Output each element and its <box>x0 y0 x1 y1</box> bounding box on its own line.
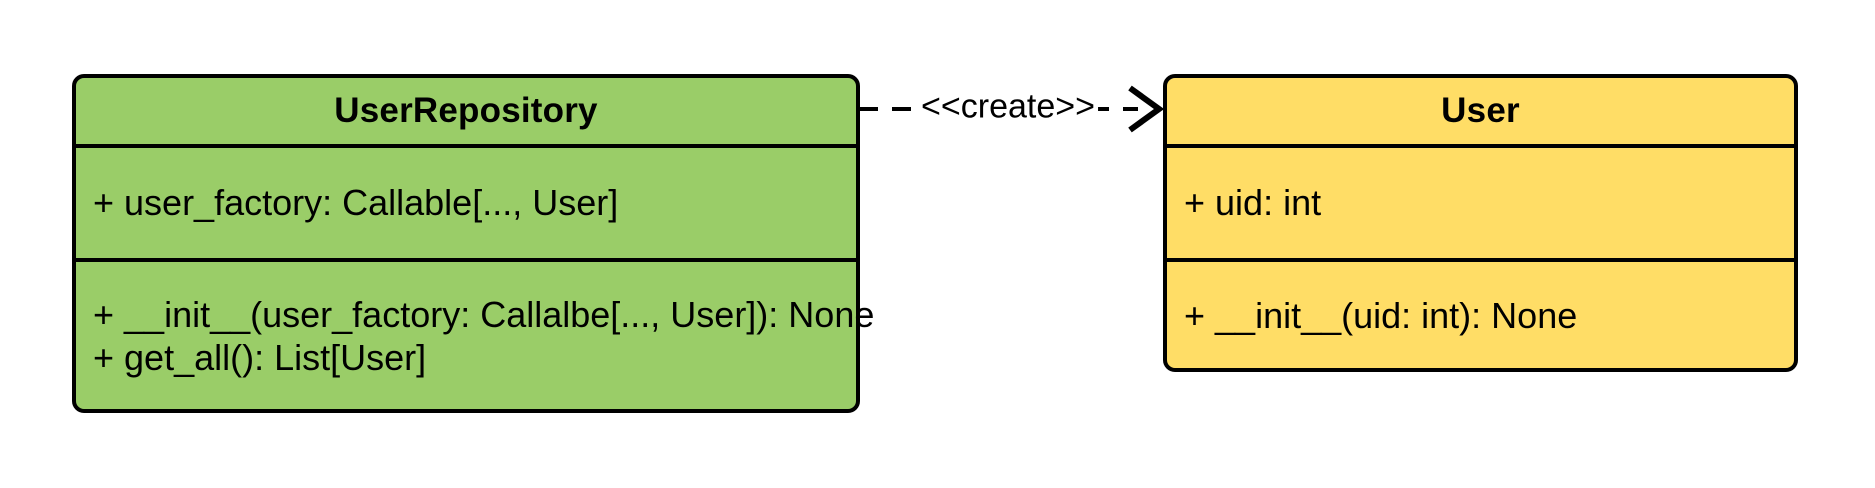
method-row: + get_all(): List[User] <box>93 336 427 378</box>
attribute-row: + uid: int <box>1184 182 1322 223</box>
open-arrowhead-icon <box>1128 85 1164 133</box>
method-row: + __init__(uid: int): None <box>1184 294 1578 336</box>
class-box-user[interactable]: User + uid: int + __init__(uid: int): No… <box>1163 74 1798 372</box>
connector-label: <<create>> <box>918 87 1098 127</box>
class-attributes-user: + uid: int <box>1167 144 1794 258</box>
class-name-user: User <box>1441 91 1520 130</box>
class-name-userrepository: UserRepository <box>334 91 598 130</box>
attribute-row: + user_factory: Callable[..., User] <box>93 182 619 223</box>
class-attributes-userrepository: + user_factory: Callable[..., User] <box>76 144 856 258</box>
class-methods-user: + __init__(uid: int): None <box>1167 258 1794 368</box>
class-box-userrepository[interactable]: UserRepository + user_factory: Callable[… <box>72 74 875 413</box>
class-methods-userrepository: + __init__(user_factory: Callalbe[..., U… <box>76 258 875 409</box>
method-row: + __init__(user_factory: Callalbe[..., U… <box>93 293 875 335</box>
